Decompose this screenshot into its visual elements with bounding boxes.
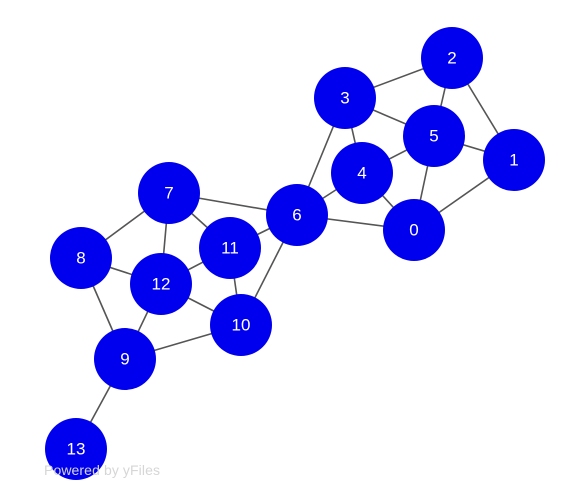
node-label: 13 [67, 440, 86, 459]
node-label: 3 [340, 89, 349, 108]
node-0[interactable]: 0 [383, 199, 445, 261]
node-label: 4 [357, 164, 366, 183]
node-label: 8 [76, 249, 85, 268]
node-6[interactable]: 6 [266, 184, 328, 246]
node-circle[interactable] [138, 162, 200, 224]
node-label: 12 [152, 275, 171, 294]
node-circle[interactable] [331, 142, 393, 204]
node-label: 7 [164, 184, 173, 203]
node-12[interactable]: 12 [130, 253, 192, 315]
node-3[interactable]: 3 [314, 67, 376, 129]
node-9[interactable]: 9 [94, 328, 156, 390]
node-label: 10 [232, 316, 251, 335]
node-circle[interactable] [383, 199, 445, 261]
node-4[interactable]: 4 [331, 142, 393, 204]
node-circle[interactable] [266, 184, 328, 246]
yfiles-watermark: Powered by yFiles [44, 462, 161, 478]
node-label: 0 [409, 221, 418, 240]
node-8[interactable]: 8 [50, 227, 112, 289]
node-label: 11 [221, 239, 239, 258]
node-label: 5 [429, 127, 438, 146]
node-11[interactable]: 11 [199, 217, 261, 279]
node-7[interactable]: 7 [138, 162, 200, 224]
node-label: 1 [509, 151, 518, 170]
node-circle[interactable] [50, 227, 112, 289]
node-circle[interactable] [45, 418, 107, 480]
node-circle[interactable] [483, 129, 545, 191]
node-label: 9 [120, 350, 129, 369]
node-circle[interactable] [94, 328, 156, 390]
node-13[interactable]: 13 [45, 418, 107, 480]
node-circle[interactable] [130, 253, 192, 315]
node-10[interactable]: 10 [210, 294, 272, 356]
node-5[interactable]: 5 [403, 105, 465, 167]
node-circle[interactable] [421, 27, 483, 89]
node-circle[interactable] [314, 67, 376, 129]
node-label: 6 [292, 206, 301, 225]
node-circle[interactable] [199, 217, 261, 279]
node-2[interactable]: 2 [421, 27, 483, 89]
node-circle[interactable] [403, 105, 465, 167]
node-circle[interactable] [210, 294, 272, 356]
node-label: 2 [447, 49, 456, 68]
node-1[interactable]: 1 [483, 129, 545, 191]
